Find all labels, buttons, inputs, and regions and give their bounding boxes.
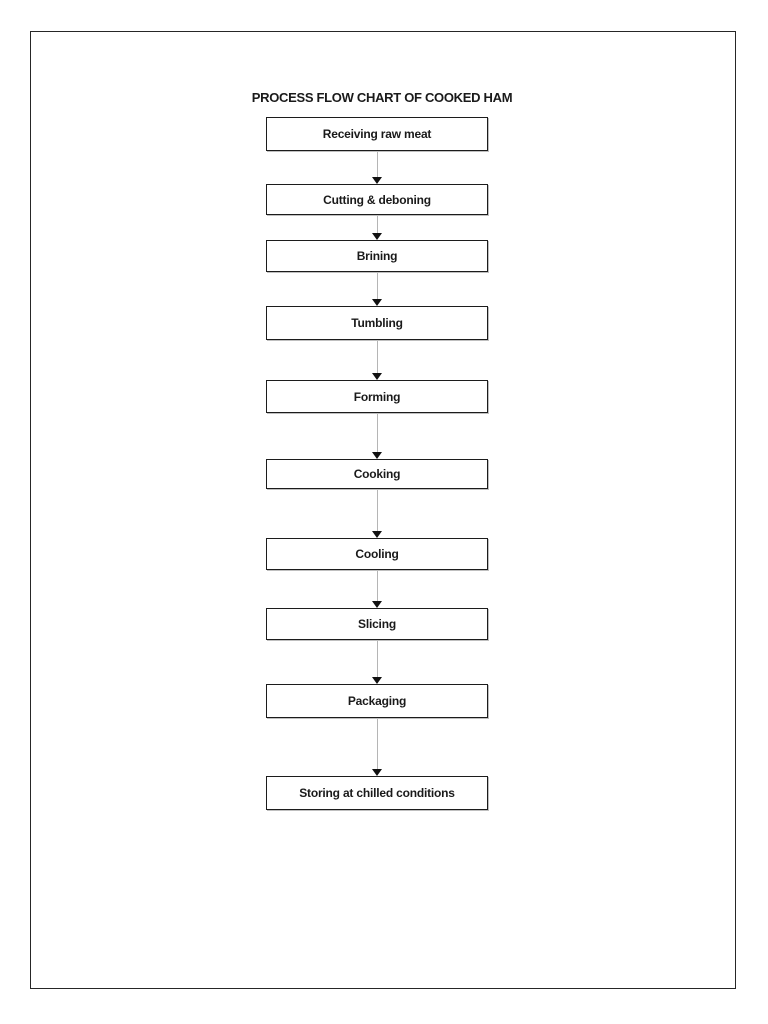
flow-arrow (372, 719, 382, 776)
flow-step-receiving-raw-meat: Receiving raw meat (266, 117, 488, 151)
arrow-line (376, 571, 378, 602)
flow-step-label: Forming (353, 389, 401, 404)
arrowhead-down-icon (372, 452, 382, 459)
arrowhead-down-icon (372, 299, 382, 306)
arrow-line (376, 341, 378, 374)
arrow-line (376, 414, 378, 453)
flow-arrow (372, 152, 382, 184)
flow-arrow (372, 341, 382, 380)
flow-step-slicing: Slicing (266, 608, 488, 640)
flow-step-storing-chilled: Storing at chilled conditions (266, 776, 488, 810)
arrow-line (376, 216, 378, 234)
arrowhead-down-icon (372, 677, 382, 684)
flow-step-label: Receiving raw meat (322, 127, 432, 141)
arrowhead-down-icon (372, 601, 382, 608)
arrow-line (376, 273, 378, 300)
flow-step-tumbling: Tumbling (266, 306, 488, 340)
arrow-line (376, 490, 378, 532)
flow-step-packaging: Packaging (266, 684, 488, 718)
flow-arrow (372, 641, 382, 684)
arrow-line (376, 152, 378, 178)
flow-arrow (372, 273, 382, 306)
flow-step-label: Slicing (358, 617, 396, 631)
flow-step-label: Cutting & deboning (323, 192, 431, 207)
arrowhead-down-icon (372, 373, 382, 380)
flow-step-label: Tumbling (351, 316, 403, 330)
flow-step-cutting-deboning: Cutting & deboning (266, 184, 488, 215)
flow-step-forming: Forming (266, 380, 488, 413)
arrowhead-down-icon (372, 233, 382, 240)
arrow-line (376, 641, 378, 678)
flow-arrow (372, 490, 382, 538)
flow-step-cooling: Cooling (266, 538, 488, 570)
page-border-frame (30, 31, 736, 989)
arrowhead-down-icon (372, 531, 382, 538)
flow-step-label: Storing at chilled conditions (299, 786, 455, 800)
arrowhead-down-icon (372, 769, 382, 776)
flow-arrow (372, 571, 382, 608)
flow-step-label: Cooking (353, 467, 401, 481)
flow-step-label: Cooling (355, 547, 399, 561)
flow-step-brining: Brining (266, 240, 488, 272)
flowchart-title: PROCESS FLOW CHART OF COOKED HAM (251, 90, 513, 105)
flow-step-label: Packaging (347, 694, 407, 708)
flow-arrow (372, 414, 382, 459)
flow-arrow (372, 216, 382, 240)
flow-step-cooking: Cooking (266, 459, 488, 489)
arrow-line (376, 719, 378, 770)
flow-step-label: Brining (356, 249, 398, 263)
arrowhead-down-icon (372, 177, 382, 184)
